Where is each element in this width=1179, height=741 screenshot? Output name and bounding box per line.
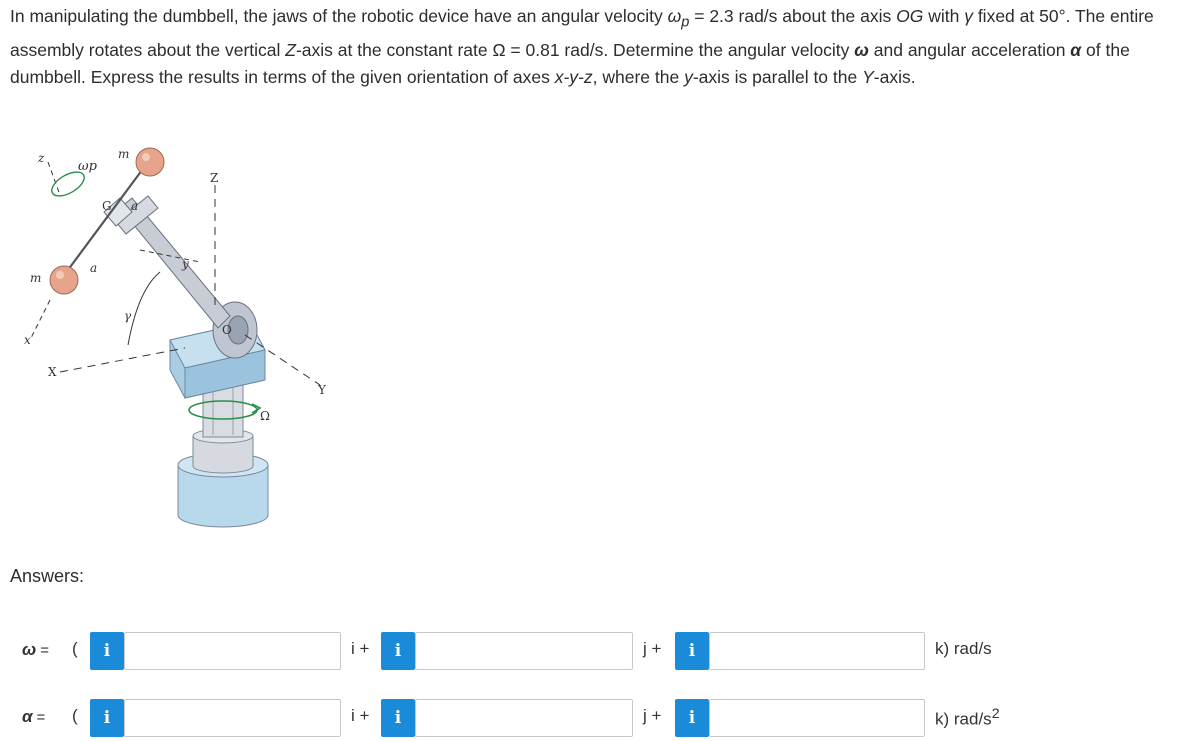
label-omega-p: ωp xyxy=(78,159,98,174)
ball-highlight xyxy=(142,153,150,161)
unit-i: i + xyxy=(351,639,370,658)
label-x: x xyxy=(24,333,31,347)
ball-highlight xyxy=(56,271,64,279)
open-paren: ( xyxy=(72,639,78,658)
alpha-k-input[interactable] xyxy=(709,699,925,737)
label-Omega: Ω xyxy=(260,409,270,423)
info-button-alpha-j[interactable]: i xyxy=(381,699,415,737)
label-z: z xyxy=(37,151,45,165)
label-y: y xyxy=(181,257,189,271)
alpha-answer-row: α= ( i i + i j + i k) rad/s2 xyxy=(0,696,1179,740)
robot-dumbbell-figure: z ωp m G a Z y a m γ O x X Y Ω xyxy=(24,147,327,528)
answers-heading: Answers: xyxy=(10,566,85,586)
omega-rotation-arrow xyxy=(188,400,262,420)
unit-j: j + xyxy=(643,639,662,658)
alpha-i-input[interactable] xyxy=(124,699,341,737)
label-X: X xyxy=(48,365,57,379)
label-m-left: m xyxy=(30,271,41,285)
label-gamma: γ xyxy=(124,309,132,323)
omega-k-input[interactable] xyxy=(709,632,925,670)
label-G: G xyxy=(102,199,112,213)
omega-symbol: ω= xyxy=(22,640,49,659)
mass-ball-top xyxy=(135,147,165,177)
label-a-mid: a xyxy=(90,261,97,275)
alpha-j-input[interactable] xyxy=(415,699,633,737)
label-Z: Z xyxy=(210,171,218,185)
robot-arm xyxy=(103,195,231,329)
omega-i-input[interactable] xyxy=(124,632,341,670)
robot-base xyxy=(177,374,269,528)
mass-ball-left xyxy=(49,265,79,295)
omega-j-input[interactable] xyxy=(415,632,633,670)
problem-statement: In manipulating the dumbbell, the jaws o… xyxy=(10,6,1154,87)
info-button-alpha-i[interactable]: i xyxy=(90,699,124,737)
label-Y: Y xyxy=(317,383,327,397)
omega-answer-row: ω= ( i i + i j + i k) rad/s xyxy=(0,629,1179,673)
info-button-omega-i[interactable]: i xyxy=(90,632,124,670)
unit-i: i + xyxy=(351,706,370,725)
label-O: O xyxy=(222,323,232,337)
label-a-top: a xyxy=(131,199,138,213)
unit-j: j + xyxy=(643,706,662,725)
label-m-top: m xyxy=(118,147,129,161)
axis-lines xyxy=(29,161,321,386)
unit-k-rad-per-s: k) rad/s xyxy=(935,639,992,658)
unit-k-rad-per-s2: k) rad/s2 xyxy=(935,706,1000,729)
open-paren: ( xyxy=(72,706,78,725)
info-button-omega-k[interactable]: i xyxy=(675,632,709,670)
dumbbell-rod xyxy=(61,161,149,279)
info-button-alpha-k[interactable]: i xyxy=(675,699,709,737)
alpha-symbol: α= xyxy=(22,707,46,726)
omega-p-symbol: ωp xyxy=(667,6,690,31)
info-button-omega-j[interactable]: i xyxy=(381,632,415,670)
